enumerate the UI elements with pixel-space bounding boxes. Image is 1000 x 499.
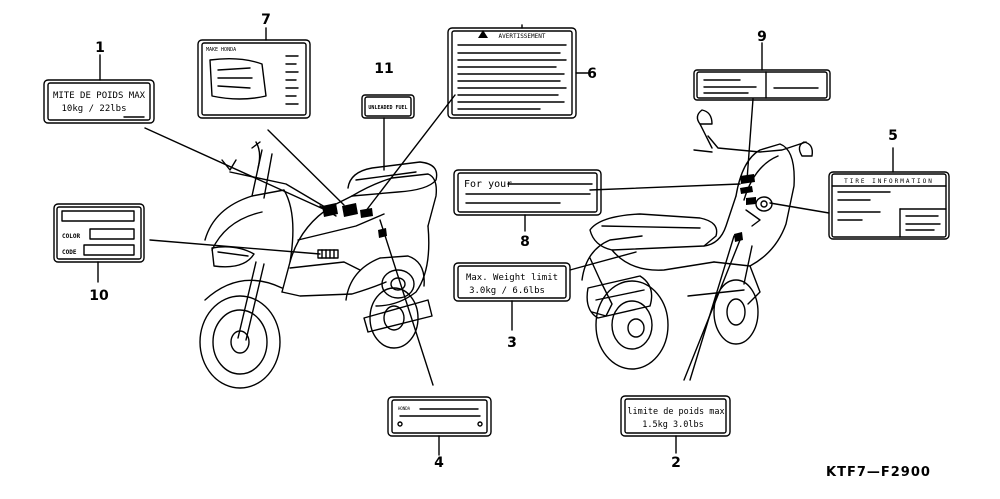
label-10-color: COLOR <box>62 233 80 240</box>
label-1-line2: 10kg / 22lbs <box>61 104 126 114</box>
callout-10: 10 <box>89 288 109 304</box>
label-10-code: CODE <box>62 249 77 256</box>
label-2-frame <box>620 395 731 437</box>
label-10-frame <box>53 203 145 263</box>
label-5-title: TIRE INFORMATION <box>844 178 934 185</box>
callout-11: 11 <box>374 61 393 77</box>
label-9-frame <box>693 69 831 101</box>
callout-1: 1 <box>95 40 105 56</box>
callout-8: 8 <box>520 234 530 250</box>
label-5-frame <box>828 171 950 240</box>
callout-5: 5 <box>888 128 898 144</box>
label-11-text: UNLEADED FUEL <box>368 105 407 111</box>
label-6-title: AVERTISSEMENT <box>499 33 546 40</box>
scooter-left-illustration <box>199 141 438 389</box>
callout-3: 3 <box>507 335 517 351</box>
label-7-frame <box>197 39 311 119</box>
label-8-frame <box>453 169 602 216</box>
scooter-left-label-marks <box>322 203 387 238</box>
diagram-code: KTF7—F2900 <box>826 465 931 480</box>
label-11-frame <box>361 94 415 119</box>
label-1-line1: MITE DE POIDS MAX <box>53 91 146 101</box>
callout-4: 4 <box>434 455 444 471</box>
label-6-frame <box>447 27 577 119</box>
label-8-line1: For your <box>464 179 512 190</box>
leader-lines <box>97 24 894 456</box>
label-1-frame <box>43 79 155 124</box>
callout-7: 7 <box>261 12 271 28</box>
scooter-right-label-marks <box>734 174 756 242</box>
label-3-line1: Max. Weight limit <box>466 273 558 283</box>
scooter-right-illustration <box>581 109 814 370</box>
callout-9: 9 <box>757 29 767 45</box>
label-3-line2: 3.0kg / 6.6lbs <box>469 286 545 296</box>
label-4-frame <box>387 396 492 437</box>
label-7-brand: MAKE HONDA <box>206 47 236 53</box>
label-3-frame <box>453 262 571 302</box>
callout-6: 6 <box>587 66 597 82</box>
label-4-brand: HONDA <box>398 406 411 411</box>
label-2-line1: limite de poids max <box>627 407 724 417</box>
label-2-line2: 1.5kg 3.0lbs <box>642 420 703 430</box>
warning-triangle-icon <box>478 30 488 38</box>
callout-2: 2 <box>671 455 681 471</box>
